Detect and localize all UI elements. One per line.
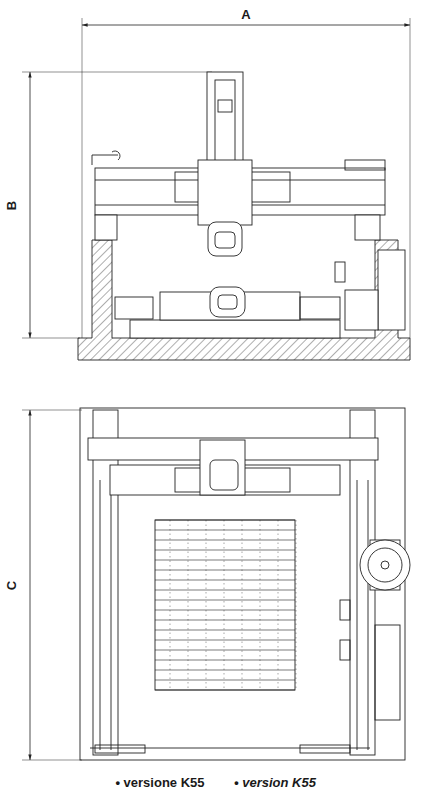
table-slat	[155, 530, 295, 531]
table-slat	[296, 520, 297, 690]
dimension-label: C	[5, 579, 18, 590]
table-slat	[155, 690, 295, 691]
table-slat	[224, 520, 225, 690]
table-slat	[260, 520, 261, 690]
table-slat	[242, 520, 243, 690]
table-slat	[155, 640, 295, 641]
table-slat	[155, 670, 295, 671]
dimension-label: A	[240, 8, 251, 21]
dimension-lines	[22, 18, 410, 760]
table-slat	[155, 610, 295, 611]
plan-view	[80, 408, 410, 760]
table-slat	[188, 520, 189, 690]
front-elevation	[78, 72, 410, 360]
table-slat	[206, 520, 207, 690]
caption-text: • versione K55	[114, 776, 205, 789]
caption-text: • version K55	[233, 776, 317, 789]
table-slat	[155, 680, 295, 681]
table-slat	[155, 590, 295, 591]
table-slat	[155, 650, 295, 651]
dimension-label: B	[5, 199, 18, 210]
table-slat	[155, 540, 295, 541]
table-slat	[155, 580, 295, 581]
table-slat	[155, 520, 295, 521]
table-slat	[155, 630, 295, 631]
table-slat	[155, 550, 295, 551]
table-slat	[278, 520, 279, 690]
table-slat	[170, 520, 171, 690]
table-slat	[155, 600, 295, 601]
table-slat	[155, 620, 295, 621]
table-slat	[155, 660, 295, 661]
table-slat	[155, 570, 295, 571]
table-slat	[155, 560, 295, 561]
